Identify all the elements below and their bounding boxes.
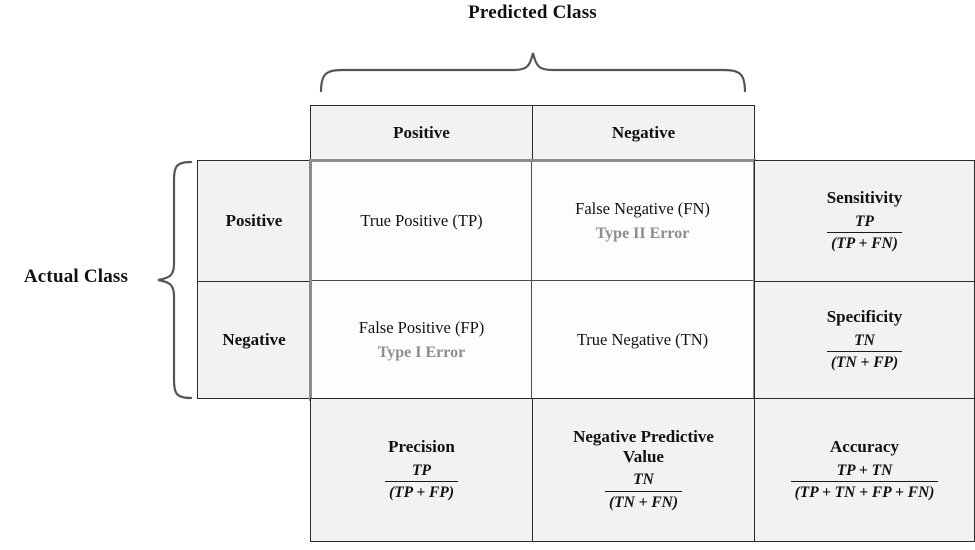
actual-class-brace [150,160,194,400]
cell-negative-predictive-value[interactable]: Negative Predictive Value TN (TN + FN) [532,398,755,542]
cell-specificity[interactable]: Specificity TN (TN + FP) [754,281,975,399]
column-header-negative[interactable]: Negative [532,105,755,160]
predicted-class-title: Predicted Class [468,2,597,23]
column-header-positive[interactable]: Positive [310,105,533,160]
false-positive-label: False Positive (FP) [358,317,485,337]
specificity-denominator: (TN + FP) [826,351,903,373]
specificity-numerator: TN [854,331,875,349]
accuracy-denominator: (TP + TN + FP + FN) [790,481,939,503]
specificity-formula: TN (TN + FP) [826,331,903,373]
cell-false-positive[interactable]: False Positive (FP) Type I Error [311,280,532,399]
sensitivity-numerator: TP [855,212,874,230]
row-header-positive[interactable]: Positive [197,160,311,282]
accuracy-formula: TP + TN (TP + TN + FP + FN) [790,461,939,503]
cell-false-negative[interactable]: False Negative (FN) Type II Error [531,161,754,281]
row-header-negative[interactable]: Negative [197,281,311,399]
accuracy-numerator: TP + TN [836,461,893,479]
type-2-error-label: Type II Error [595,225,690,242]
sensitivity-title: Sensitivity [826,188,903,208]
true-negative-label: True Negative (TN) [576,329,709,349]
accuracy-title: Accuracy [830,437,899,457]
npv-formula: TN (TN + FN) [604,471,683,513]
npv-denominator: (TN + FN) [604,491,683,513]
cell-precision[interactable]: Precision TP (TP + FP) [310,398,533,542]
specificity-title: Specificity [826,307,903,327]
precision-formula: TP (TP + FP) [384,461,459,503]
false-negative-label: False Negative (FN) [575,199,710,218]
cell-sensitivity[interactable]: Sensitivity TP (TP + FN) [754,160,975,282]
precision-title: Precision [388,437,455,457]
cell-true-positive[interactable]: True Positive (TP) [311,161,532,281]
sensitivity-formula: TP (TP + FN) [827,213,902,254]
sensitivity-denominator: (TP + FN) [827,232,902,254]
row-header-negative-label: Negative [222,330,286,349]
actual-class-title: Actual Class [23,266,129,287]
cell-true-negative[interactable]: True Negative (TN) [531,280,754,399]
cell-accuracy[interactable]: Accuracy TP + TN (TP + TN + FP + FN) [754,398,975,542]
npv-title-line1: Negative Predictive [573,427,714,447]
row-header-positive-label: Positive [225,211,283,230]
precision-denominator: (TP + FP) [384,481,459,503]
predicted-class-brace [318,50,748,94]
true-positive-label: True Positive (TP) [360,211,483,230]
npv-title-line2: Value [623,446,664,466]
npv-numerator: TN [633,471,654,489]
column-header-positive-label: Positive [393,122,450,142]
column-header-negative-label: Negative [611,122,676,142]
type-1-error-label: Type I Error [377,343,466,361]
precision-numerator: TP [412,461,431,479]
